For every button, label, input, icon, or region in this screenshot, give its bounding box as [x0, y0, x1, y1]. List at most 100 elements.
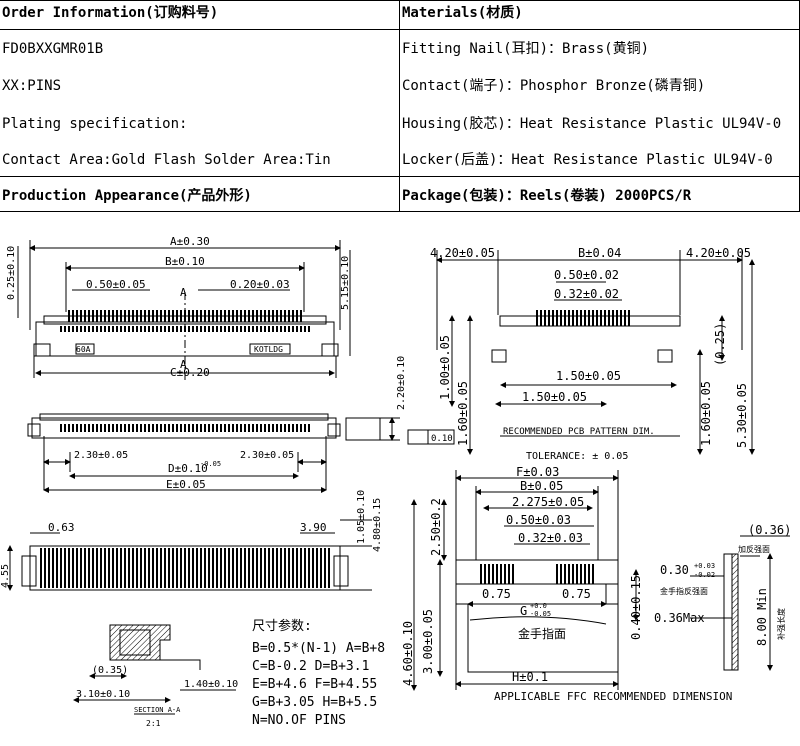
side-max: 0.36Max — [654, 611, 705, 625]
pcb-h100: 1.00±0.05 — [438, 335, 452, 400]
material-contact: Contact(端子)：Phosphor Bronze(磷青铜) — [402, 78, 706, 94]
dim-bottom-left: 0.63 — [48, 521, 75, 534]
table-column-divider — [399, 0, 400, 212]
ffc-h040: 0.40±0.15 — [629, 575, 643, 640]
pcb-left-edge: 4.20±0.05 — [430, 246, 495, 260]
ffc-width: 0.32±0.03 — [518, 531, 583, 545]
pcb-h530: 5.30±0.05 — [735, 383, 749, 448]
params-line-4: G=B+3.05 H=B+5.5 — [252, 695, 377, 710]
dim-bottom-left-h: 4.55 — [0, 564, 11, 588]
dim-side-height: 2.20±0.10 — [396, 356, 407, 410]
table-divider — [0, 29, 800, 30]
side-thk-plus: +0.03 — [694, 562, 715, 570]
ffc-075a: 0.75 — [482, 587, 511, 601]
ffc-h460: 4.60±0.10 — [401, 621, 415, 686]
dim-contact-width: 0.20±0.03 — [230, 278, 290, 291]
pcb-tolerance: TOLERANCE: ± 0.05 — [526, 451, 628, 462]
ffc-gold-label: 金手指面 — [518, 626, 566, 641]
dim-section-3: 1.40±0.10 — [184, 679, 238, 690]
ffc-side-view — [690, 535, 790, 671]
dim-left-height: 0.25±0.10 — [6, 246, 17, 300]
spec-table: Order Information(订购料号) Materials(材质) FD… — [0, 0, 800, 212]
dim-d: D±0.10 — [168, 462, 208, 475]
side-gold-label: 金手指反强面 — [660, 586, 708, 596]
material-housing: Housing(胶芯)：Heat Resistance Plastic UL94… — [402, 116, 782, 132]
ffc-dim-g-minus: -0.05 — [530, 610, 551, 618]
material-fitting-nail: Fitting Nail(耳扣)：Brass(黄铜) — [402, 41, 650, 57]
params-title: 尺寸参数: — [252, 618, 312, 634]
appearance-header: Production Appearance(产品外形) — [2, 188, 252, 204]
pcb-right-edge: 4.20±0.05 — [686, 246, 751, 260]
ffc-h300: 3.00±0.05 — [421, 609, 435, 674]
dim-section-1: (0.35) — [92, 665, 128, 676]
ffc-075b: 0.75 — [562, 587, 591, 601]
side-reinforce-len: 补强长度 — [776, 608, 786, 640]
ffc-dim-h: H±0.1 — [512, 670, 548, 684]
ffc-dim-b: B±0.05 — [520, 479, 563, 493]
pcb-dim-b: B±0.04 — [578, 246, 621, 260]
dim-right-height: 5.15±0.10 — [340, 256, 351, 310]
dim-right-offset: 2.30±0.05 — [240, 450, 294, 461]
pcb-dim-150b: 1.50±0.05 — [522, 390, 587, 404]
section-marker-bottom: A — [180, 358, 187, 371]
dim-c: C±0.20 — [170, 366, 210, 379]
package-header: Package(包装)：Reels(卷装) 2000PCS/R — [402, 188, 692, 204]
dim-bottom-right: 3.90 — [300, 521, 327, 534]
front-view — [17, 240, 351, 380]
ffc-dim-2275: 2.275±0.05 — [512, 495, 584, 509]
pcb-h025: (0.25) — [713, 323, 727, 366]
ffc-dim-g: G — [520, 604, 527, 618]
mark-right: KOTLDG — [254, 345, 283, 354]
order-info-header: Order Information(订购料号) — [2, 5, 219, 21]
ffc-dimension — [411, 470, 639, 691]
flatness-value: 0.10 — [431, 434, 453, 444]
side-thk-minus: -0.02 — [694, 571, 715, 579]
top-view — [27, 413, 455, 493]
params-line-3: E=B+4.6 F=B+4.55 — [252, 677, 377, 692]
plating-spec: Plating specification: — [2, 116, 188, 132]
ffc-h250: 2.50±0.2 — [429, 498, 443, 556]
dim-pitch: 0.50±0.05 — [86, 278, 146, 291]
material-locker: Locker(后盖)：Heat Resistance Plastic UL94V… — [402, 152, 773, 168]
dim-b: B±0.10 — [165, 255, 205, 268]
params-line-5: N=NO.OF PINS — [252, 713, 346, 728]
technical-drawing: A±0.30 B±0.10 0.50±0.05 0.20±0.03 A A C±… — [0, 235, 791, 728]
pcb-pattern — [436, 250, 755, 455]
dim-e: E±0.05 — [166, 478, 206, 491]
pcb-caption: RECOMMENDED PCB PATTERN DIM. — [503, 427, 655, 437]
pcb-pitch: 0.50±0.02 — [554, 268, 619, 282]
ffc-caption: APPLICABLE FFC RECOMMENDED DIMENSION — [494, 690, 732, 703]
part-number: FD0BXXGMR01B — [2, 41, 104, 57]
side-thk: 0.30 — [660, 563, 689, 577]
section-marker-top: A — [180, 286, 187, 299]
pcb-h160-right: 1.60±0.05 — [699, 381, 713, 446]
bottom-view — [7, 519, 372, 591]
table-border-top — [0, 0, 800, 1]
ffc-dim-f: F±0.03 — [516, 465, 559, 479]
section-view — [73, 624, 236, 715]
dim-d-tol: -0.05 — [200, 460, 221, 468]
pins-spec: XX:PINS — [2, 78, 62, 94]
pcb-dim-150a: 1.50±0.05 — [556, 369, 621, 383]
dim-a: A±0.30 — [170, 235, 210, 248]
pcb-h160-left: 1.60±0.05 — [456, 381, 470, 446]
side-reinforce-label: 加反强面 — [738, 544, 770, 554]
params-line-1: B=0.5*(N-1) A=B+8 — [252, 641, 385, 656]
dim-bottom-h2: 4.80±0.15 — [372, 498, 383, 552]
side-top: (0.36) — [748, 523, 791, 537]
mark-left: 60A — [76, 345, 91, 354]
materials-header: Materials(材质) — [402, 5, 523, 21]
pcb-pad-width: 0.32±0.02 — [554, 287, 619, 301]
dim-section-2: 3.10±0.10 — [76, 689, 130, 700]
table-divider — [0, 176, 800, 177]
params-line-2: C=B-0.2 D=B+3.1 — [252, 659, 369, 674]
contact-solder-area: Contact Area:Gold Flash Solder Area:Tin — [2, 152, 331, 168]
dim-bottom-h1: 1.05±0.10 — [356, 490, 367, 544]
section-scale: 2:1 — [146, 719, 161, 728]
dim-left-offset: 2.30±0.05 — [74, 450, 128, 461]
ffc-dim-g-plus: +0.0 — [530, 602, 547, 610]
table-border-bottom — [0, 211, 800, 212]
ffc-pitch: 0.50±0.03 — [506, 513, 571, 527]
section-caption: SECTION A-A — [134, 706, 181, 714]
side-len: 8.00 Min — [755, 588, 769, 646]
